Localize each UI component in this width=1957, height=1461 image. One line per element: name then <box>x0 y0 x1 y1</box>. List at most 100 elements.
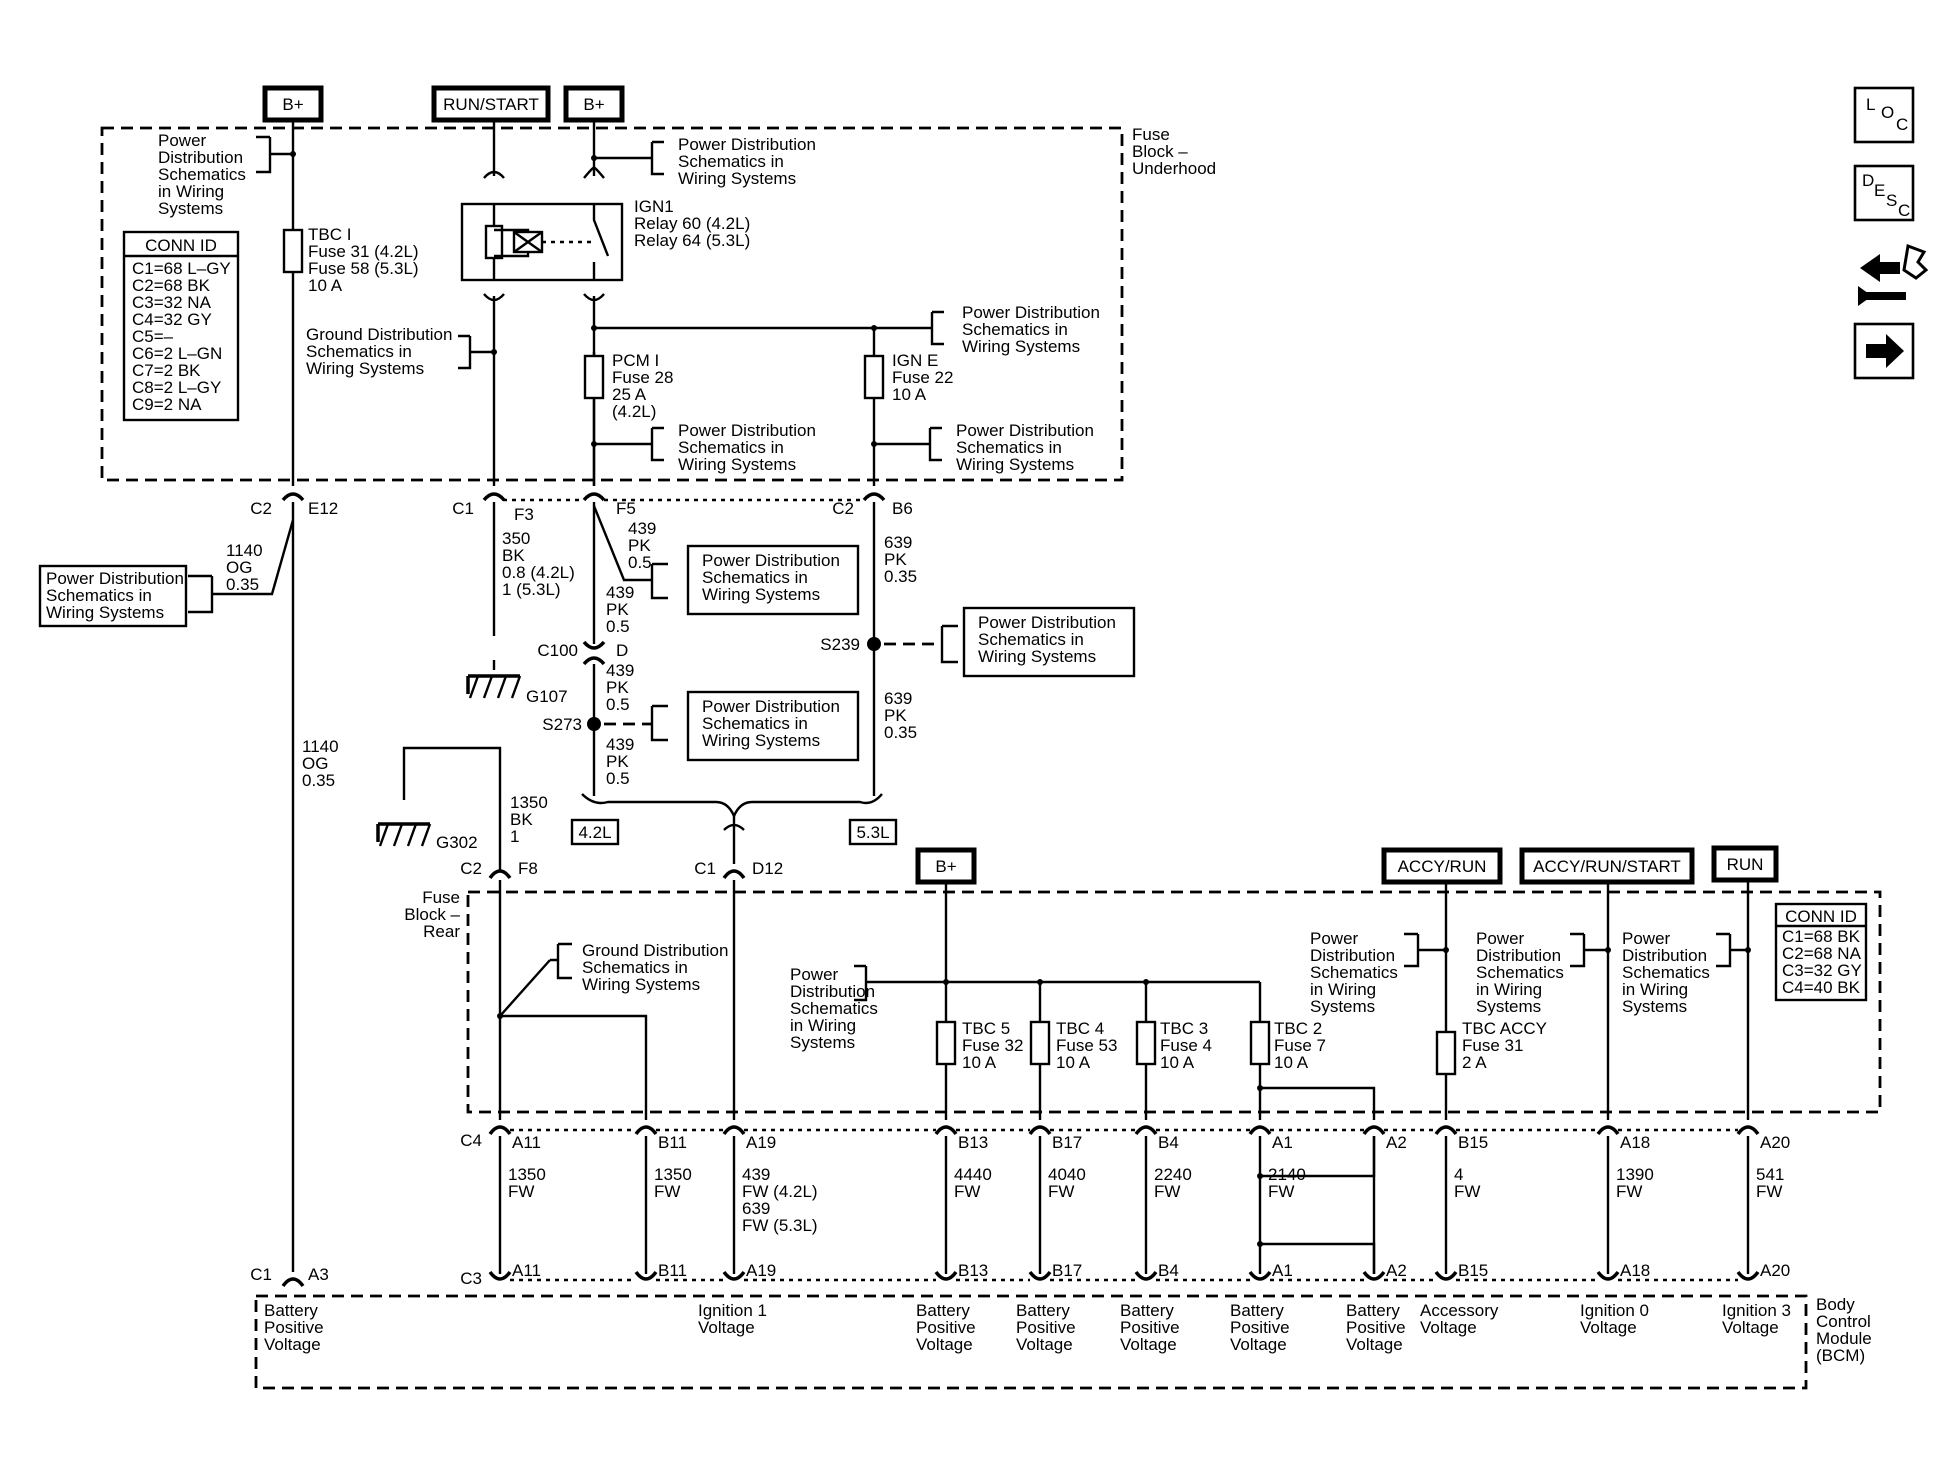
svg-text:TBC 2: TBC 2 <box>1274 1019 1322 1038</box>
bcm-wire-b11-label-0: 1350 <box>654 1165 692 1184</box>
ref-pd-box-s239: Power Distribution Schematics in Wiring … <box>962 606 1136 678</box>
bcm-wire-b17-label-0: 4040 <box>1048 1165 1086 1184</box>
svg-text:S: S <box>1886 191 1897 210</box>
conn-c4: C4 <box>460 1131 482 1150</box>
conn-a3: A3 <box>308 1265 329 1284</box>
svg-text:B+: B+ <box>282 95 303 114</box>
variant-5-3l: 5.3L <box>848 818 898 846</box>
svg-text:D: D <box>1862 171 1874 190</box>
svg-text:Power Distribution: Power Distribution <box>678 135 816 154</box>
svg-text:G107: G107 <box>526 687 568 706</box>
ground-g107: G107 <box>466 674 568 706</box>
svg-text:Schematics in: Schematics in <box>678 438 784 457</box>
fuse-tbc-i <box>282 228 304 274</box>
ref-pd-box-left: Power Distribution Schematics in Wiring … <box>38 564 188 628</box>
fuse-tbc2-label: TBC 2 Fuse 7 10 A <box>1274 1019 1326 1072</box>
svg-text:IGN1: IGN1 <box>634 197 674 216</box>
svg-text:2 A: 2 A <box>1462 1053 1487 1072</box>
pin-top-a2-terminal <box>1362 1125 1386 1136</box>
pin-top-b4-terminal <box>1134 1125 1158 1136</box>
svg-text:Fuse: Fuse <box>1132 125 1170 144</box>
svg-text:Wiring Systems: Wiring Systems <box>582 975 700 994</box>
accy-run-start-source: ACCY/RUN/START <box>1519 847 1695 885</box>
pin-bottom-a19: A19 <box>746 1261 776 1280</box>
svg-text:Schematics in: Schematics in <box>956 438 1062 457</box>
bcm-input-b17-2: Voltage <box>1016 1335 1073 1354</box>
conn-c2c: C2 <box>460 859 482 878</box>
fuse-block-underhood-boundary <box>100 126 1124 482</box>
pin-top-a1-terminal <box>1248 1125 1272 1136</box>
svg-text:TBC ACCY: TBC ACCY <box>1462 1019 1547 1038</box>
b-plus-source-3: B+ <box>915 847 977 885</box>
ref-pd-rear-bplus: Power Distribution Schematics in Wiring … <box>790 965 878 1052</box>
ground-g302: G302 <box>376 746 502 870</box>
bcm-input-a19-0: Ignition 1 <box>698 1301 767 1320</box>
ref-pd-rear-run: Power Distribution Schematics in Wiring … <box>1622 929 1710 1016</box>
svg-text:0.5: 0.5 <box>628 553 652 572</box>
pin-top-b11: B11 <box>658 1133 687 1152</box>
svg-text:B+: B+ <box>935 857 956 876</box>
svg-text:Wiring Systems: Wiring Systems <box>956 455 1074 474</box>
svg-text:Schematics in: Schematics in <box>582 958 688 977</box>
svg-text:OG: OG <box>302 754 328 773</box>
bcm-wire-b13-label-0: 4440 <box>954 1165 992 1184</box>
svg-text:Power Distribution: Power Distribution <box>956 421 1094 440</box>
bcm-wire-a19-label-0: 439 <box>742 1165 770 1184</box>
splice-s239 <box>867 637 881 651</box>
ref-gd-rear: Ground Distribution Schematics in Wiring… <box>582 941 728 994</box>
pin-top-a2: A2 <box>1386 1133 1407 1152</box>
pin-bottom-a1-terminal <box>1248 1270 1272 1281</box>
svg-text:0.35: 0.35 <box>302 771 335 790</box>
bcm-input-b13-2: Voltage <box>916 1335 973 1354</box>
pin-bottom-b15-terminal <box>1434 1270 1458 1281</box>
svg-text:0.8 (4.2L): 0.8 (4.2L) <box>502 563 575 582</box>
conn-b6: B6 <box>892 499 913 518</box>
conn-id-underhood: CONN ID C1=68 L–GY C2=68 BK C3=32 NA C4=… <box>122 230 240 422</box>
svg-text:C2=68 BK: C2=68 BK <box>132 276 211 295</box>
bcm-input-a2-1: Positive <box>1346 1318 1406 1337</box>
svg-text:Ground Distribution: Ground Distribution <box>306 325 452 344</box>
pin-top-b11-terminal <box>634 1125 658 1136</box>
next-arrow-icon[interactable] <box>1853 322 1915 380</box>
pin-top-b13-terminal <box>934 1125 958 1136</box>
wire-1140-label-a: 1140 OG 0.35 <box>226 541 263 594</box>
connector-tools-icon[interactable] <box>1858 243 1929 306</box>
svg-text:Power: Power <box>1310 929 1359 948</box>
svg-text:0.5: 0.5 <box>606 695 630 714</box>
bcm-input-a20-1: Voltage <box>1722 1318 1779 1337</box>
svg-text:Control: Control <box>1816 1312 1871 1331</box>
svg-text:1: 1 <box>510 827 519 846</box>
wire-439-label-b: 439 PK 0.5 <box>606 583 634 636</box>
svg-text:0.5: 0.5 <box>606 617 630 636</box>
pin-bottom-b15: B15 <box>1458 1261 1488 1280</box>
svg-text:C2=68 NA: C2=68 NA <box>1782 944 1862 963</box>
conn-c3: C3 <box>460 1269 482 1288</box>
bcm-input-a2-2: Voltage <box>1346 1335 1403 1354</box>
svg-text:Schematics: Schematics <box>1476 963 1564 982</box>
conn-id-rear: CONN ID C1=68 BK C2=68 NA C3=32 GY C4=40… <box>1774 902 1868 1002</box>
desc-icon[interactable]: D E S C <box>1853 164 1915 222</box>
svg-text:Fuse 32: Fuse 32 <box>962 1036 1023 1055</box>
bcm-input-b13-1: Positive <box>916 1318 976 1337</box>
svg-text:1140: 1140 <box>226 541 263 560</box>
svg-text:C1=68 L–GY: C1=68 L–GY <box>132 259 231 278</box>
svg-text:BK: BK <box>510 810 533 829</box>
conn-d: D <box>616 641 628 660</box>
svg-text:PK: PK <box>606 600 629 619</box>
loc-icon[interactable]: L O C <box>1853 86 1915 144</box>
svg-text:Schematics in: Schematics in <box>978 630 1084 649</box>
ref-pd-uh-b2: Power Distribution Schematics in Wiring … <box>678 135 816 188</box>
svg-text:(BCM): (BCM) <box>1816 1346 1865 1365</box>
pin-bottom-b13: B13 <box>958 1261 988 1280</box>
bcm-wire-b17-label-1: FW <box>1048 1182 1074 1201</box>
svg-text:Block –: Block – <box>404 905 460 924</box>
fuse-tbc4 <box>1029 1020 1051 1066</box>
svg-text:Systems: Systems <box>1310 997 1375 1016</box>
ref-pd-box-s273: Power Distribution Schematics in Wiring … <box>686 690 860 762</box>
svg-text:Power Distribution: Power Distribution <box>46 569 184 588</box>
svg-text:25 A: 25 A <box>612 385 647 404</box>
bcm-input-a18-1: Voltage <box>1580 1318 1637 1337</box>
svg-text:C3=32 NA: C3=32 NA <box>132 293 212 312</box>
svg-text:Power Distribution: Power Distribution <box>702 697 840 716</box>
